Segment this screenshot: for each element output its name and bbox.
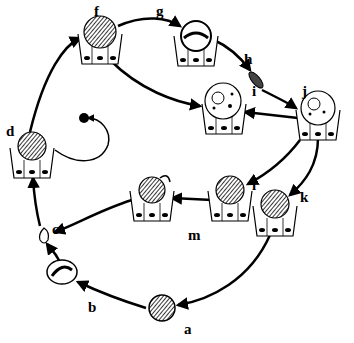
stage-letter: b [88,300,96,315]
stage-letter: d [6,124,14,139]
stage-letter: f [94,4,99,19]
stage-letter: i [252,84,256,99]
stage-letter: j [302,84,307,99]
stage-letter: m [188,228,201,243]
stage-letter: c [52,222,59,237]
stage-letter: g [156,4,164,19]
stage-letter: h [244,52,252,67]
stage-letter: k [300,190,308,205]
stage-letter: l [252,178,256,193]
stage-letter: a [184,322,192,337]
